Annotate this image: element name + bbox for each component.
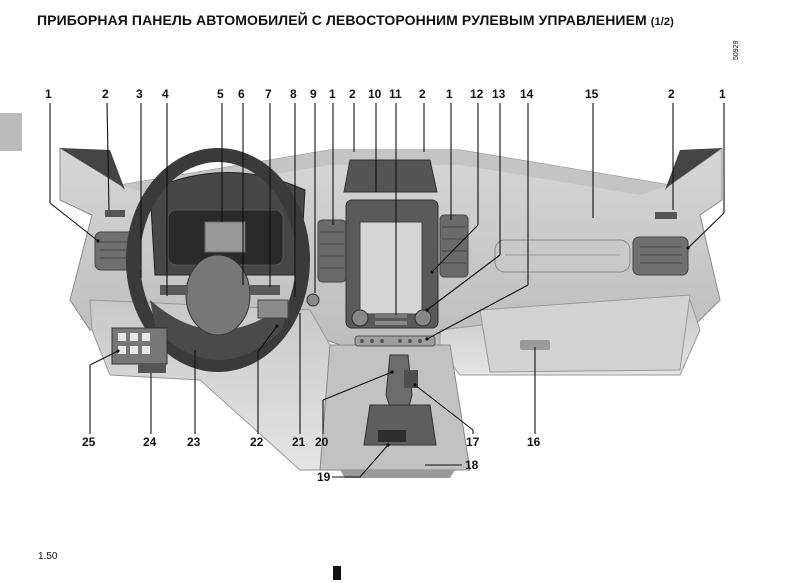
callout-label: 19 xyxy=(317,470,331,484)
callout-label: 2 xyxy=(419,87,426,101)
start-button xyxy=(306,293,320,307)
callout-label: 16 xyxy=(527,435,541,449)
callout-label: 24 xyxy=(143,435,157,449)
title-main: ПРИБОРНАЯ ПАНЕЛЬ АВТОМОБИЛЕЙ С ЛЕВОСТОРО… xyxy=(37,12,647,28)
callout-label: 15 xyxy=(585,87,599,101)
callout-label: 8 xyxy=(290,87,297,101)
callout-label: 6 xyxy=(238,87,245,101)
callout-label: 9 xyxy=(310,87,317,101)
callout-label: 11 xyxy=(389,87,402,101)
vent-center-right xyxy=(439,214,469,278)
page-title: ПРИБОРНАЯ ПАНЕЛЬ АВТОМОБИЛЕЙ С ЛЕВОСТОРО… xyxy=(37,12,674,28)
glovebox xyxy=(479,294,691,373)
callout-label: 20 xyxy=(315,435,329,449)
callout-label: 12 xyxy=(470,87,484,101)
callout-label: 4 xyxy=(162,87,169,101)
callout-label: 3 xyxy=(136,87,143,101)
callout-label: 2 xyxy=(668,87,675,101)
section-tab xyxy=(0,113,22,151)
callout-label: 13 xyxy=(492,87,506,101)
leader-lines xyxy=(49,102,725,478)
callout-label: 14 xyxy=(520,87,534,101)
callout-label: 17 xyxy=(466,435,480,449)
vent-center-left xyxy=(317,219,347,283)
callouts-bottom: 25 24 23 22 21 20 19 18 17 16 xyxy=(82,435,541,484)
steering-wheel xyxy=(126,148,310,372)
title-part: (1/2) xyxy=(650,16,674,28)
callout-label: 22 xyxy=(250,435,264,449)
callout-label: 1 xyxy=(446,87,453,101)
steering-hub xyxy=(185,254,251,336)
callouts-top: 1 2 3 4 5 6 7 8 9 1 2 10 11 2 1 12 13 14… xyxy=(45,87,726,101)
callout-label: 1 xyxy=(329,87,336,101)
defrost-vent-right xyxy=(655,212,677,219)
callout-label: 10 xyxy=(368,87,382,101)
defrost-vent-left xyxy=(105,210,125,217)
page-marker xyxy=(333,566,341,580)
callout-label: 5 xyxy=(217,87,224,101)
climate-controls xyxy=(354,335,436,347)
callout-label: 21 xyxy=(292,435,306,449)
page-number: 1.50 xyxy=(38,551,58,562)
callout-label: 23 xyxy=(187,435,201,449)
callout-label: 25 xyxy=(82,435,96,449)
callout-label: 1 xyxy=(719,87,726,101)
callout-label: 18 xyxy=(465,458,479,472)
vent-right-side xyxy=(632,236,689,276)
callout-label: 2 xyxy=(102,87,109,101)
callout-label: 7 xyxy=(265,87,272,101)
callout-label: 1 xyxy=(45,87,52,101)
touchscreen xyxy=(359,221,423,315)
callout-label: 2 xyxy=(349,87,356,101)
